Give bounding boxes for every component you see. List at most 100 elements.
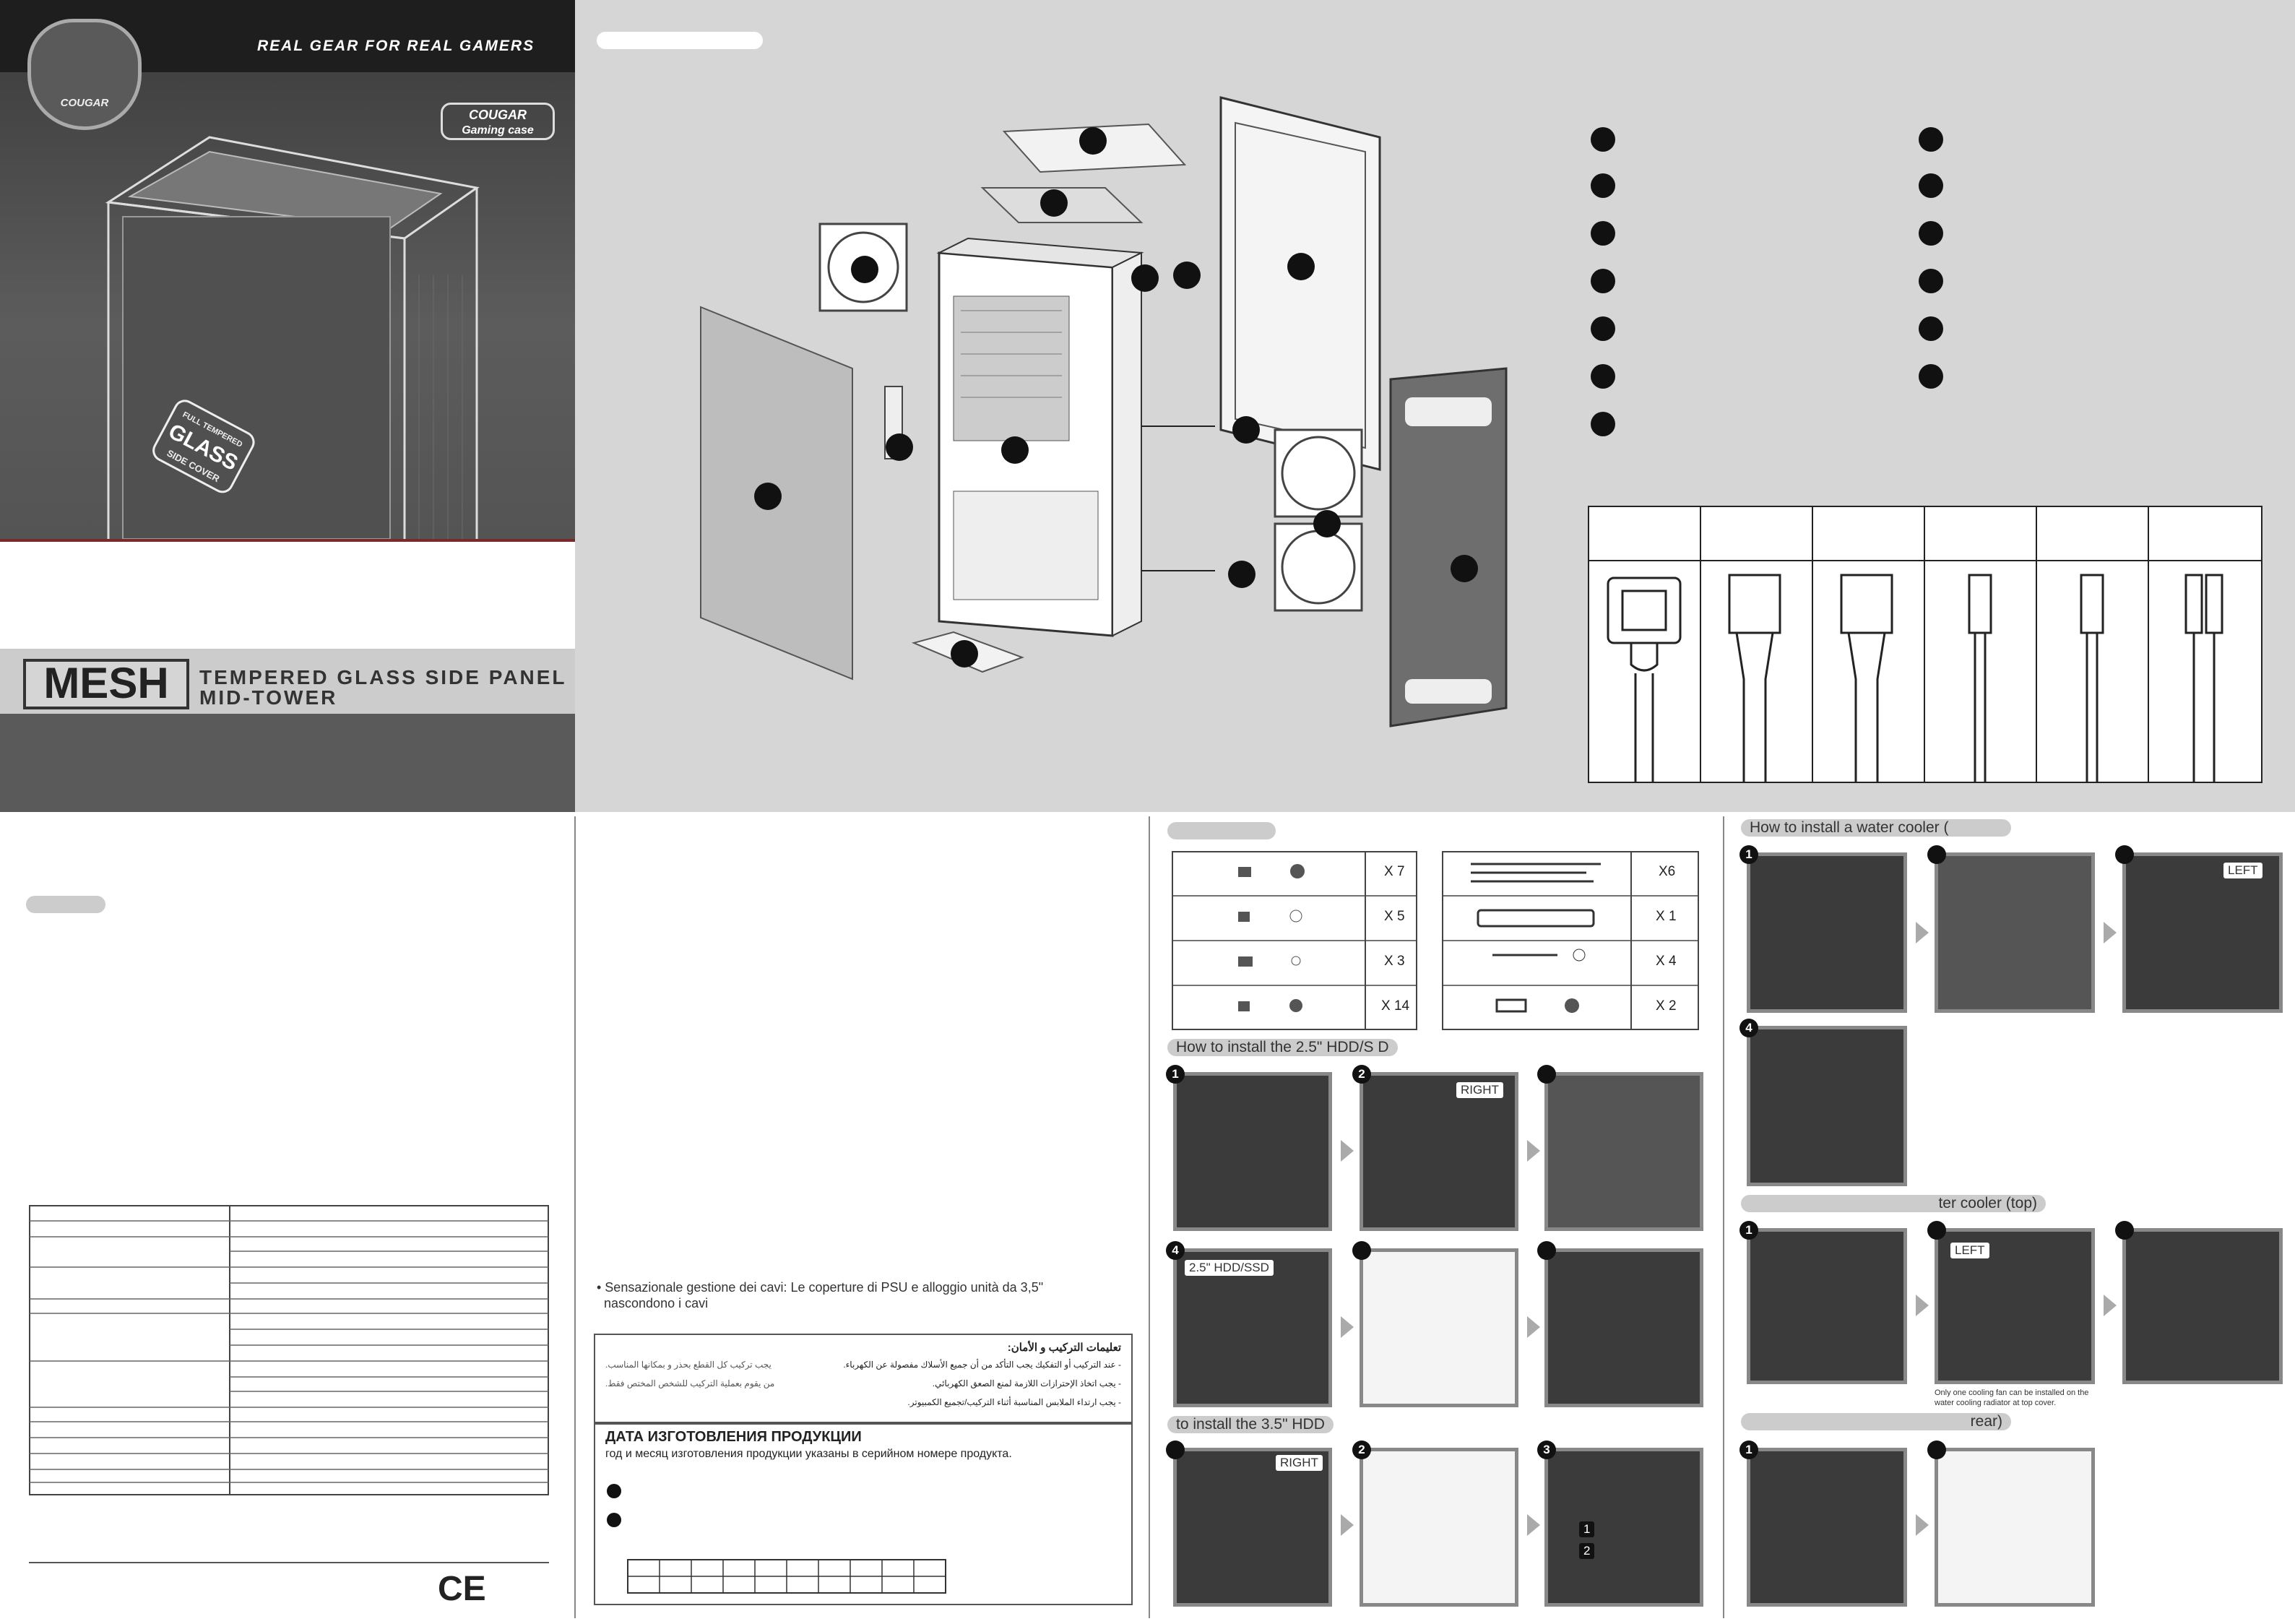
hdd35-step-2-num: 2 [1352, 1441, 1371, 1459]
next-arrow-icon [1341, 1140, 1354, 1162]
next-arrow-icon [2104, 1295, 2117, 1316]
cover-white-band [0, 539, 575, 649]
acc-qty-5: X6 [1659, 864, 1676, 879]
fold-line-1 [574, 816, 576, 1618]
callout-io-1 [1131, 264, 1159, 292]
front-mesh-panel [1389, 367, 1508, 727]
product-name: MESH [23, 659, 189, 709]
callout-leader-1 [1232, 416, 1260, 444]
legend-dot-8 [1919, 127, 1943, 152]
acc-qty-6: X 1 [1656, 909, 1677, 924]
water-left-label: LEFT [2223, 863, 2262, 878]
callout-bottom-filter [951, 640, 978, 668]
usb3-connector-icon [1607, 576, 1682, 782]
case-illustration: FULL TEMPERED GLASS SIDE COVER [105, 136, 480, 539]
water-rear-step-2-num [1927, 1441, 1946, 1459]
acc-qty-3: X 3 [1384, 954, 1405, 969]
callout-io-2 [1173, 262, 1201, 289]
gaming-case-badge: COUGAR Gaming case [441, 103, 555, 140]
water-top-left-label: LEFT [1950, 1243, 1989, 1258]
product-subtitle-1: TEMPERED GLASS SIDE PANEL [199, 666, 567, 688]
ce-mark: CE [438, 1570, 486, 1608]
water-top-step-1 [1747, 1228, 1907, 1384]
arabic-title: تعليمات التركيب و الأمان: [1007, 1342, 1121, 1354]
hdd25-step-5 [1360, 1248, 1518, 1407]
product-subtitle-2: MID-TOWER [199, 686, 338, 709]
callout-top-bracket [1040, 189, 1068, 217]
water-front-step-1 [1747, 852, 1907, 1013]
ru-title: ДАТА ИЗГОТОВЛЕНИЯ ПРОДУКЦИИ [605, 1429, 862, 1445]
hdd35-tag-2: 2 [1579, 1543, 1595, 1559]
legend-dot-10 [1919, 221, 1943, 246]
next-arrow-icon [1916, 1295, 1929, 1316]
fold-line-2 [1149, 816, 1150, 1618]
footer-rule [29, 1562, 549, 1563]
legend-dot-4 [1591, 269, 1615, 293]
water-front-step-2-num [1927, 845, 1946, 864]
legend-dot-1 [1591, 127, 1615, 152]
hdd35-right-label: RIGHT [1276, 1455, 1323, 1471]
section-heading-placeholder [597, 32, 763, 49]
legend-dot-13 [1919, 364, 1943, 389]
callout-front-panel [1451, 555, 1478, 582]
ru-dot-2 [607, 1513, 621, 1527]
russian-date-box: ДАТА ИЗГОТОВЛЕНИЯ ПРОДУКЦИИ год и месяц … [594, 1423, 1133, 1605]
next-arrow-icon [1916, 1514, 1929, 1536]
hdd25-step-6-num [1537, 1241, 1556, 1260]
hd-audio-connector-icon [1728, 574, 1781, 782]
badge-line-1: COUGAR [469, 108, 527, 122]
hdd35-step-3 [1544, 1448, 1703, 1607]
acc-qty-1: X 7 [1384, 864, 1405, 879]
hdd35-tag-1: 1 [1579, 1521, 1595, 1537]
cougar-logo-icon: COUGAR [27, 19, 142, 130]
water-top-step-1-num: 1 [1739, 1221, 1758, 1240]
callout-rear-fan [851, 256, 878, 283]
callout-glass [754, 483, 782, 510]
water-front-step-1-num: 1 [1739, 845, 1758, 864]
callout-pci-bracket [886, 433, 913, 461]
hdd25-step-4-num: 4 [1166, 1241, 1185, 1260]
callout-chassis [1001, 436, 1029, 464]
water-rear-title: rear) [1741, 1413, 2011, 1430]
arabic-line-2: - يجب اتخاذ الإحترازات اللازمة لمنع الصع… [932, 1378, 1121, 1388]
water-front-step-3-num [2115, 845, 2134, 864]
legend-dot-6 [1591, 364, 1615, 389]
callout-top-filter [1079, 127, 1107, 155]
legend-dot-3 [1591, 221, 1615, 246]
next-arrow-icon [1527, 1316, 1540, 1338]
arabic-line-3: - يجب ارتداء الملابس المناسبة أثناء التر… [907, 1397, 1121, 1407]
hdd25-step-2-num: 2 [1352, 1065, 1371, 1084]
arabic-right-1: يجب تركيب كل القطع بحذر و بمكانها المناس… [605, 1360, 772, 1370]
hdd25-step-6 [1544, 1248, 1703, 1407]
reset-sw-connector-icon [2080, 574, 2104, 782]
front-fan-2-icon [1274, 522, 1363, 612]
date-code-grid [627, 1559, 946, 1594]
water-top-title: ter cooler (top) [1741, 1195, 2046, 1212]
badge-line-2: Gaming case [462, 124, 534, 137]
water-front-title: How to install a water cooler ( [1741, 819, 2011, 837]
callout-front-fans [1313, 510, 1341, 537]
accessories-right-table [1442, 851, 1699, 1030]
water-top-note-1: Only one cooling fan can be installed on… [1935, 1388, 2089, 1397]
hdd25-step-5-num [1352, 1241, 1371, 1260]
power-sw-connector-icon [1968, 574, 1992, 782]
feature-note-1: • Sensazionale gestione dei cavi: Le cop… [597, 1280, 1044, 1295]
fold-line-3 [1723, 816, 1724, 1618]
arabic-line-1: - عند التركيب أو التفكيك يجب التأكد من أ… [843, 1360, 1121, 1370]
right-side-panel [1219, 96, 1381, 471]
water-rear-step-2 [1935, 1448, 2095, 1607]
right-label: RIGHT [1456, 1082, 1503, 1098]
legend-dot-7 [1591, 412, 1615, 436]
acc-qty-2: X 5 [1384, 909, 1405, 924]
water-rear-step-1-num: 1 [1739, 1441, 1758, 1459]
spec-table [29, 1205, 549, 1495]
hdd35-step-1-num [1166, 1441, 1185, 1459]
connectors-table [1588, 506, 2262, 783]
hdd25-step-1 [1173, 1072, 1332, 1231]
acc-qty-7: X 4 [1656, 954, 1677, 969]
water-top-step-3-num [2115, 1221, 2134, 1240]
hdd25-step-1-num: 1 [1166, 1065, 1185, 1084]
next-arrow-icon [1527, 1140, 1540, 1162]
hdd-ssd-label: 2.5" HDD/SSD [1185, 1260, 1274, 1276]
